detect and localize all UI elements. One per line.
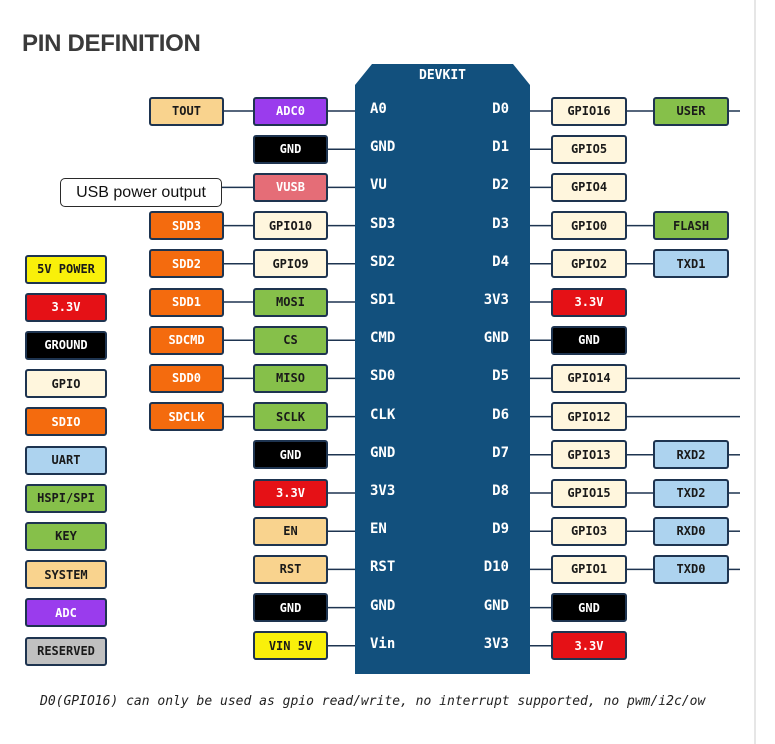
label-en-left: EN bbox=[253, 516, 328, 546]
pin-left-vin-14: Vin bbox=[370, 635, 396, 652]
label-sdd2: SDD2 bbox=[149, 249, 224, 279]
label-txd1: TXD1 bbox=[653, 249, 729, 279]
pin-left-sd2-4: SD2 bbox=[370, 253, 396, 270]
label-sdd1: SDD1 bbox=[149, 287, 224, 317]
label-gpio10-left: GPIO10 bbox=[253, 211, 328, 241]
pin-left-cmd-6: CMD bbox=[370, 330, 396, 347]
label-adc0-left: ADC0 bbox=[253, 96, 328, 126]
legend-gpio: GPIO bbox=[25, 369, 107, 399]
pin-left-rst-12: RST bbox=[370, 559, 396, 576]
pin-right-d2-2: D2 bbox=[492, 177, 509, 194]
label-3-3v-left: 3.3V bbox=[253, 478, 328, 508]
label-gpio16-right: GPIO16 bbox=[551, 96, 627, 126]
pin-left-gnd-9: GND bbox=[370, 444, 396, 461]
pin-right-3v3-14: 3V3 bbox=[483, 635, 509, 652]
label-gpio0-right: GPIO0 bbox=[551, 211, 627, 241]
pin-right-d9-11: D9 bbox=[492, 521, 509, 538]
pin-right-d7-9: D7 bbox=[492, 444, 509, 461]
pin-left-gnd-13: GND bbox=[370, 597, 396, 614]
label-user: USER bbox=[653, 96, 729, 126]
pin-left-clk-8: CLK bbox=[370, 406, 396, 423]
connector-lines bbox=[222, 110, 740, 647]
pin-right-d3-3: D3 bbox=[492, 215, 509, 232]
pin-right-d5-7: D5 bbox=[492, 368, 509, 385]
legend-adc: ADC bbox=[25, 598, 107, 628]
label-txd0: TXD0 bbox=[653, 554, 729, 584]
label-gpio5-right: GPIO5 bbox=[551, 134, 627, 164]
label-gpio12-right: GPIO12 bbox=[551, 402, 627, 432]
label-sdd0: SDD0 bbox=[149, 363, 224, 393]
label-rxd2: RXD2 bbox=[653, 440, 729, 470]
label-miso-left: MISO bbox=[253, 363, 328, 393]
legend-ground: GROUND bbox=[25, 330, 107, 360]
pin-left-vu-2: VU bbox=[370, 177, 387, 194]
label-cs-left: CS bbox=[253, 325, 328, 355]
legend-hspi-spi: HSPI/SPI bbox=[25, 483, 107, 513]
pin-left-sd0-7: SD0 bbox=[370, 368, 396, 385]
label-gpio4-right: GPIO4 bbox=[551, 172, 627, 202]
pin-right-d6-8: D6 bbox=[492, 406, 509, 423]
label-gpio14-right: GPIO14 bbox=[551, 363, 627, 393]
footnote: D0(GPIO16) can only be used as gpio read… bbox=[40, 694, 706, 709]
pin-left-en-11: EN bbox=[370, 521, 387, 538]
label-3-3v-right: 3.3V bbox=[551, 631, 627, 661]
label-gnd-right: GND bbox=[551, 325, 627, 355]
pin-right-d10-12: D10 bbox=[483, 559, 509, 576]
legend-uart: UART bbox=[25, 445, 107, 475]
legend-3-3v: 3.3V bbox=[25, 292, 107, 322]
label-sdcmd: SDCMD bbox=[149, 325, 224, 355]
usb-power-note: USB power output bbox=[60, 178, 222, 207]
pin-right-d4-4: D4 bbox=[492, 253, 509, 270]
right-divider bbox=[754, 0, 756, 744]
legend-5v-power: 5V POWER bbox=[25, 254, 107, 284]
label-gpio1-right: GPIO1 bbox=[551, 554, 627, 584]
legend-key: KEY bbox=[25, 521, 107, 551]
pin-left-3v3-10: 3V3 bbox=[370, 483, 396, 499]
label-gpio9-left: GPIO9 bbox=[253, 249, 328, 279]
label-3-3v-right: 3.3V bbox=[551, 287, 627, 317]
label-vin-5v-left: VIN 5V bbox=[253, 631, 328, 661]
label-flash: FLASH bbox=[653, 211, 729, 241]
pin-left-gnd-1: GND bbox=[370, 139, 396, 156]
label-gnd-left: GND bbox=[253, 440, 328, 470]
pin-right-gnd-13: GND bbox=[483, 597, 509, 614]
page-title: PIN DEFINITION bbox=[22, 30, 201, 57]
pin-right-d0-0: D0 bbox=[492, 101, 509, 117]
label-vusb-left: VUSB bbox=[253, 172, 328, 202]
pin-right-gnd-6: GND bbox=[483, 330, 509, 347]
label-sdclk: SDCLK bbox=[149, 402, 224, 432]
label-rst-left: RST bbox=[253, 554, 328, 584]
legend-sdio: SDIO bbox=[25, 407, 107, 437]
label-sdd3: SDD3 bbox=[149, 211, 224, 241]
label-rxd0: RXD0 bbox=[653, 516, 729, 546]
label-txd2: TXD2 bbox=[653, 478, 729, 508]
pin-right-3v3-5: 3V3 bbox=[483, 292, 509, 308]
label-gpio3-right: GPIO3 bbox=[551, 516, 627, 546]
devkit-board bbox=[355, 64, 530, 674]
label-sclk-left: SCLK bbox=[253, 402, 328, 432]
legend-reserved: RESERVED bbox=[25, 636, 107, 666]
pin-right-d1-1: D1 bbox=[492, 139, 509, 156]
board-label: DEVKIT bbox=[419, 68, 466, 83]
label-tout: TOUT bbox=[149, 96, 224, 126]
label-gpio15-right: GPIO15 bbox=[551, 478, 627, 508]
label-gnd-right: GND bbox=[551, 593, 627, 623]
label-gpio13-right: GPIO13 bbox=[551, 440, 627, 470]
label-gnd-left: GND bbox=[253, 134, 328, 164]
legend-system: SYSTEM bbox=[25, 560, 107, 590]
pin-left-sd1-5: SD1 bbox=[370, 292, 396, 308]
pin-left-sd3-3: SD3 bbox=[370, 215, 396, 232]
label-gnd-left: GND bbox=[253, 593, 328, 623]
pin-right-d8-10: D8 bbox=[492, 483, 509, 499]
pin-left-a0-0: A0 bbox=[370, 101, 387, 117]
label-mosi-left: MOSI bbox=[253, 287, 328, 317]
label-gpio2-right: GPIO2 bbox=[551, 249, 627, 279]
